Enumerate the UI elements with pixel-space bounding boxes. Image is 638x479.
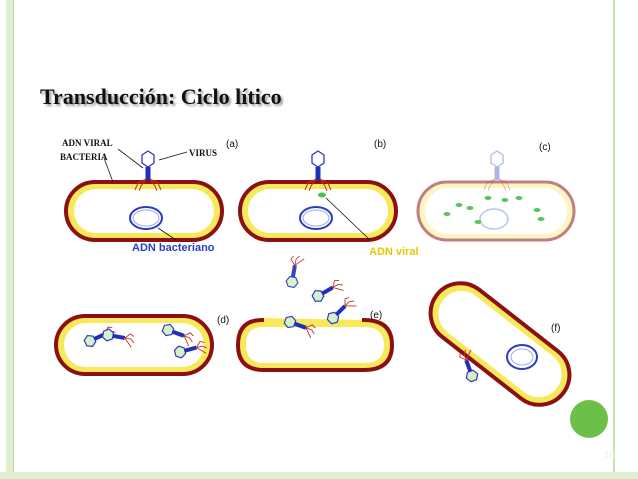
label-bacteria: BACTERIA xyxy=(60,152,108,162)
label-viral-dna-top: ADN VIRAL xyxy=(62,138,113,148)
cell-b xyxy=(238,150,398,242)
cell-a xyxy=(64,148,224,242)
bottom-border-band xyxy=(0,472,638,479)
page-number: 16 xyxy=(604,450,616,461)
slide-title: Transducción: Ciclo lítico xyxy=(40,84,282,109)
panel-label-a: (a) xyxy=(226,139,238,150)
cell-d xyxy=(54,314,214,376)
cell-c xyxy=(416,150,576,242)
panel-label-c: (c) xyxy=(539,142,551,153)
label-viral-dna: ADN viral xyxy=(369,246,419,258)
panel-label-b: (b) xyxy=(374,139,386,150)
label-bacterial-dna: ADN bacteriano xyxy=(132,242,215,254)
cell-e-burst xyxy=(235,253,395,372)
label-virus: VIRUS xyxy=(189,148,217,158)
panel-label-d: (d) xyxy=(217,315,229,326)
cell-f xyxy=(428,281,572,407)
right-border-line xyxy=(613,0,615,479)
panel-label-e: (e) xyxy=(370,310,382,321)
left-border-line xyxy=(13,0,14,479)
decorative-green-circle xyxy=(570,400,608,438)
left-border-band xyxy=(6,0,13,479)
panel-label-f: (f) xyxy=(551,323,560,334)
